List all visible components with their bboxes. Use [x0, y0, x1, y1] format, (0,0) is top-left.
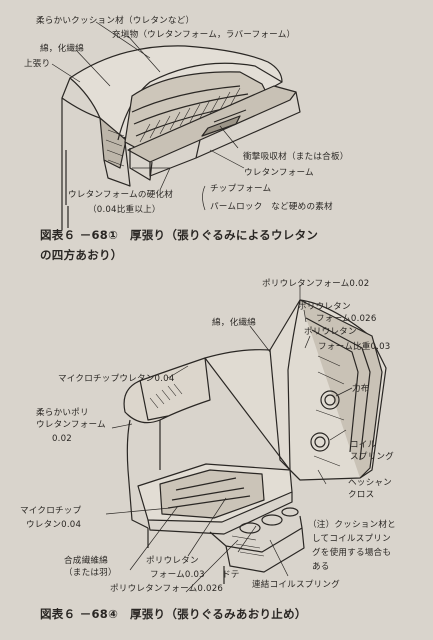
label-filling: 充塡物（ウレタンフォーム，ラバーフォーム）	[112, 30, 296, 40]
label-micro-chip-a: マイクロチップ	[20, 506, 82, 516]
label-note-d: ある	[312, 562, 330, 572]
label-synthetic-a: 合成繊維綿	[64, 556, 108, 566]
label-pu-mid-a: ポリウレタン	[146, 556, 199, 566]
label-note-a: （注）クッション材と	[308, 520, 396, 530]
label-coil-b: スプリング	[350, 452, 394, 462]
label-dote: ドテ	[222, 570, 240, 580]
label-synthetic-b: （または羽）	[64, 568, 117, 578]
label-cotton-4: 綿，化繊綿	[212, 318, 256, 328]
label-pu-0026-bottom: ポリウレタンフォーム0.026	[110, 584, 224, 594]
label-pu-0026-b: フォーム0.026	[316, 314, 377, 324]
label-hardened: ウレタンフォームの硬化材	[68, 190, 174, 200]
label-hardened-ratio: （0.04比重以上）	[88, 205, 161, 215]
label-pu-003-a: ポリウレタン	[304, 327, 357, 337]
label-top-cover: 上張り	[24, 59, 51, 69]
figure4-caption: 図表６ －68④ 厚張り（張りぐるみあおり止め）	[40, 607, 307, 621]
label-coil-a: コイル	[350, 440, 377, 450]
label-hessian-b: クロス	[348, 490, 375, 500]
label-soft-pu-c: 0.02	[52, 434, 72, 444]
label-micro-chip-b: ウレタン0.04	[26, 520, 82, 530]
label-cushion: 柔らかいクッション材（ウレタンなど）	[36, 16, 195, 26]
label-pu-mid-b: フォーム0.03	[150, 570, 205, 580]
label-connected-spring: 連結コイルスプリング	[252, 580, 340, 590]
label-note-b: してコイルスプリン	[312, 534, 391, 544]
figure1-caption-line1: 図表６ －68① 厚張り（張りぐるみによるウレタン	[40, 228, 319, 242]
label-chip-foam: チップフォーム	[210, 184, 272, 194]
label-pu-0026-a: ポリウレタン	[298, 302, 351, 312]
label-urethane-foam: ウレタンフォーム	[244, 168, 314, 178]
label-force-cloth: 力布	[352, 384, 370, 394]
label-soft-pu-a: 柔らかいポリ	[36, 408, 89, 418]
label-palm-lock: パームロック など硬めの素材	[210, 202, 333, 212]
label-note-c: グを使用する場合も	[312, 548, 392, 558]
label-cotton: 綿，化繊綿	[40, 44, 84, 54]
label-shock-absorber: 衝撃吸収材（または合板）	[243, 152, 349, 162]
figure1-caption-line2: の四方あおり）	[40, 248, 123, 262]
label-soft-pu-b: ウレタンフォーム	[36, 420, 106, 430]
label-pu-003-b: フォーム比重0.03	[318, 342, 391, 352]
label-micro-004: マイクロチップウレタン0.04	[58, 374, 175, 384]
label-pu-002: ポリウレタンフォーム0.02	[262, 279, 370, 289]
label-hessian-a: ヘッシャン	[348, 478, 392, 488]
